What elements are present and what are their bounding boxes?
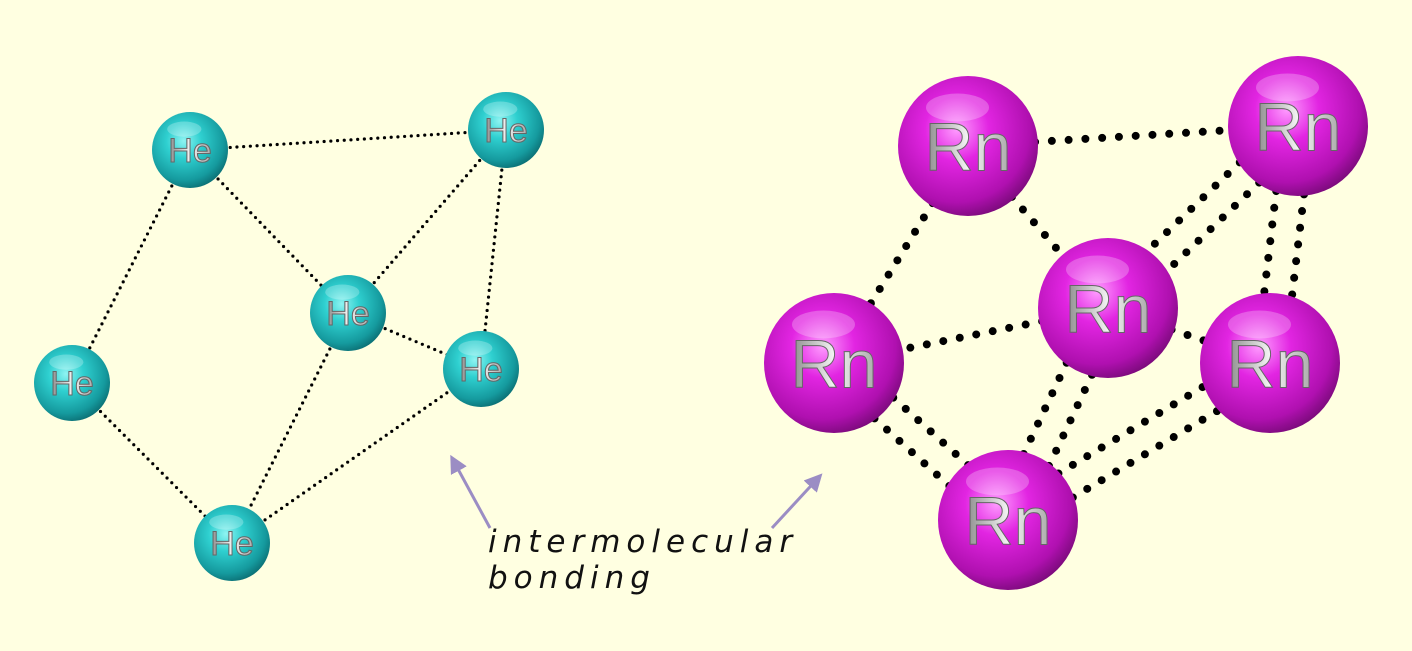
helium-atom-3: He <box>310 275 386 351</box>
helium-atom-label: He <box>326 295 369 333</box>
helium-atom-label: He <box>484 112 527 150</box>
helium-bond-6-5 <box>230 367 483 545</box>
radon-bond-3-6 <box>1016 309 1125 530</box>
helium-bond-1-4 <box>70 148 192 385</box>
radon-atom-1: Rn <box>898 76 1038 216</box>
radon-atom-label: Rn <box>1227 326 1314 402</box>
helium-bond-2-5 <box>479 128 508 371</box>
right-arrow <box>770 473 823 530</box>
caption-line-1: intermolecular <box>488 524 799 560</box>
caption-line-2: bonding <box>488 560 656 596</box>
helium-atom-2: He <box>468 92 544 168</box>
radon-atom-label: Rn <box>1255 89 1342 165</box>
helium-atom-6: He <box>194 505 270 581</box>
radon-atom-label: Rn <box>1065 271 1152 347</box>
radon-bond-3-6 <box>991 298 1100 519</box>
helium-atom-label: He <box>210 525 253 563</box>
radon-atom-label: Rn <box>965 483 1052 559</box>
radon-atom-label: Rn <box>791 326 878 402</box>
radon-atom-6: Rn <box>938 450 1078 590</box>
helium-atom-label: He <box>459 351 502 389</box>
helium-bonds <box>70 128 508 545</box>
intermolecular-bonding-caption: intermolecular bonding <box>488 524 798 596</box>
helium-atom-1: He <box>152 112 228 188</box>
helium-bond-3-6 <box>230 311 350 545</box>
radon-atom-label: Rn <box>925 109 1012 185</box>
radon-bond-3-5 <box>1104 304 1274 367</box>
radon-atom-2: Rn <box>1228 56 1368 196</box>
radon-bond-4-6 <box>820 369 1003 535</box>
radon-bond-4-6 <box>839 348 1022 514</box>
radon-atom-3: Rn <box>1038 238 1178 378</box>
helium-atom-5: He <box>443 331 519 407</box>
radon-bond-1-2 <box>964 122 1302 150</box>
radon-atom-4: Rn <box>764 293 904 433</box>
left-arrow <box>450 454 492 529</box>
helium-atom-4: He <box>34 345 110 421</box>
helium-bond-2-3 <box>346 128 508 315</box>
helium-atom-label: He <box>168 132 211 170</box>
radon-atom-5: Rn <box>1200 293 1340 433</box>
helium-bond-1-2 <box>188 128 508 152</box>
helium-atom-label: He <box>50 365 93 403</box>
